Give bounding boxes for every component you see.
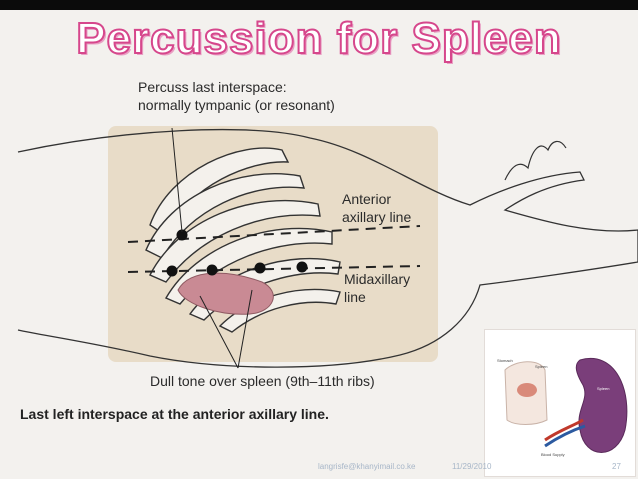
inset-blood-supply-label: Blood Supply bbox=[541, 452, 565, 457]
percussion-dot bbox=[206, 264, 218, 276]
slide-title: Percussion for Spleen bbox=[75, 13, 562, 64]
torso-outline bbox=[17, 128, 638, 368]
inset-spleen-label: Spleen bbox=[597, 386, 610, 391]
percussion-dot bbox=[254, 262, 266, 274]
percussion-dot bbox=[296, 261, 308, 273]
inset-illustration bbox=[504, 358, 628, 453]
midaxillary-line bbox=[127, 265, 421, 273]
pointer-line bbox=[171, 127, 183, 233]
inset-stomach-label: Stomach bbox=[497, 358, 513, 363]
slide-caption: Last left interspace at the anterior axi… bbox=[20, 406, 329, 422]
anterior-axillary-label-line1: Anterior bbox=[342, 191, 392, 207]
midaxillary-label-line1: Midaxillary bbox=[344, 271, 411, 287]
anterior-axillary-label-line2: axillary line bbox=[342, 209, 412, 225]
pointer-line bbox=[199, 295, 239, 369]
top-bar bbox=[0, 0, 638, 10]
arm-outline bbox=[504, 140, 567, 181]
footer-page-number: 27 bbox=[612, 462, 621, 471]
midaxillary-label-line2: line bbox=[344, 289, 366, 305]
percussion-dot bbox=[176, 229, 188, 241]
spleen-inset-image: Stomach Spleen Spleen Blood Supply bbox=[484, 329, 636, 477]
footer-email: langrisfe@khanyimail.co.ke bbox=[318, 462, 416, 471]
anterior-axillary-line bbox=[127, 225, 421, 243]
percuss-label: Percuss last interspace: bbox=[138, 79, 287, 95]
dull-tone-label: Dull tone over spleen (9th–11th ribs) bbox=[150, 373, 375, 389]
percuss-note-label: normally tympanic (or resonant) bbox=[138, 97, 335, 113]
footer-date: 11/29/2010 bbox=[452, 462, 492, 471]
pointer-line bbox=[237, 289, 253, 369]
inset-spleen-small-label: Spleen bbox=[535, 364, 548, 369]
percussion-dot bbox=[166, 265, 178, 277]
